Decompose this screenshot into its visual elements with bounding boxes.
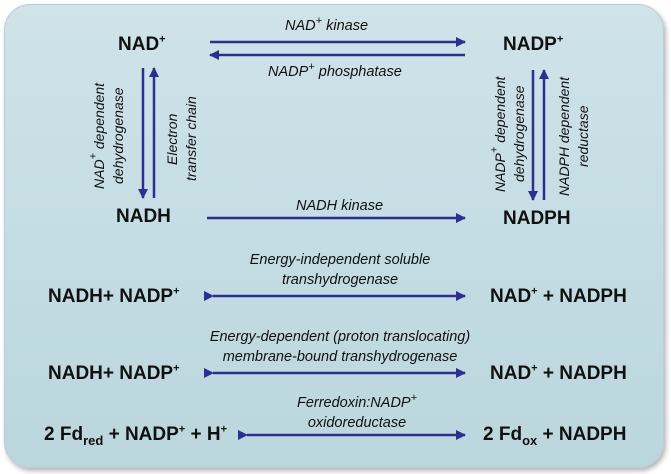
label-nadph-dependent-reductase: NADPH dependent reductase: [556, 76, 591, 196]
label-nadh-kinase: NADH kinase: [296, 198, 384, 214]
node-nadp: NADP+: [503, 33, 564, 55]
reaction-1-left: NADH+ NADP+: [48, 285, 180, 307]
label-electron-transfer-chain: Electron transfer chain: [164, 96, 199, 182]
reaction-2-right: NAD+ + NADPH: [490, 362, 627, 384]
label-nad-dependent-dehydrogenase: NAD+ dependent dehydrogenase: [87, 82, 126, 190]
label-nad-kinase: NAD+ kinase: [285, 15, 369, 34]
label-nadp-dependent-dehydrogenase: NADP+ dependent dehydrogenase: [488, 76, 527, 192]
node-nadh: NADH: [116, 206, 171, 227]
label-membrane-transhydrogenase: Energy-dependent (proton translocating) …: [209, 329, 471, 365]
label-ferredoxin-oxidoreductase: Ferredoxin:NADP+ oxidoreductase: [296, 392, 418, 431]
node-nad: NAD+: [118, 33, 166, 55]
reaction-3-right: 2 Fdox + NADPH: [483, 424, 627, 448]
label-soluble-transhydrogenase: Energy-independent soluble transhydrogen…: [249, 252, 431, 288]
background-panel: [4, 4, 664, 468]
reaction-1-right: NAD+ + NADPH: [490, 285, 627, 307]
label-nadp-phosphatase: NADP+ phosphatase: [268, 61, 402, 80]
reaction-2-left: NADH+ NADP+: [48, 362, 180, 384]
node-nadph: NADPH: [503, 208, 571, 229]
reaction-3-left: 2 Fdred + NADP+ + H+: [44, 423, 228, 448]
